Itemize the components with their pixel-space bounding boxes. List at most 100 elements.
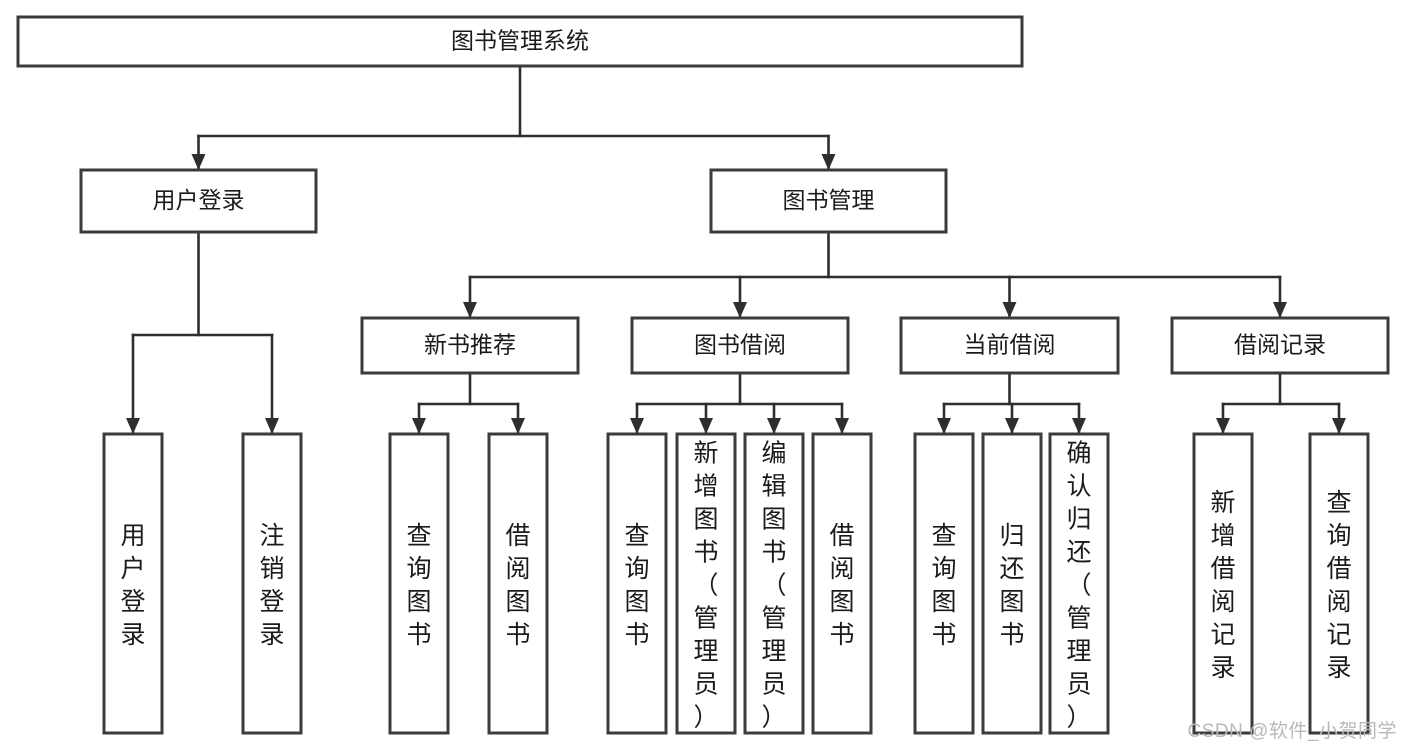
node-box[interactable] bbox=[709, 168, 948, 234]
node-label-char: 确 bbox=[1066, 439, 1091, 467]
node-box[interactable] bbox=[1308, 432, 1370, 735]
node-label-char: 图 bbox=[693, 505, 718, 533]
node-label-char: 图 bbox=[829, 588, 854, 616]
arrow-head-icon bbox=[1002, 302, 1017, 318]
edges-level3-2 bbox=[937, 371, 1086, 435]
node-label-char: 阅 bbox=[505, 555, 530, 583]
node-box[interactable] bbox=[630, 316, 850, 375]
node-label-char: ） bbox=[693, 703, 718, 731]
node-level3-2[interactable]: 当前借阅 bbox=[899, 316, 1120, 375]
node-label-char: 管 bbox=[761, 604, 786, 632]
arrow-head-icon bbox=[191, 154, 206, 170]
node-label-char: 询 bbox=[1326, 522, 1351, 550]
arrow-head-icon bbox=[937, 418, 951, 434]
arrow-head-icon bbox=[1332, 418, 1346, 434]
node-label-char: 编 bbox=[761, 439, 786, 467]
node-level3-1[interactable]: 图书借阅 bbox=[630, 316, 850, 375]
node-box[interactable] bbox=[743, 432, 805, 735]
node-label-char: 询 bbox=[624, 555, 649, 583]
arrow-head-icon bbox=[1273, 302, 1287, 318]
arrow-head-icon bbox=[463, 302, 477, 318]
node-box[interactable] bbox=[388, 432, 450, 735]
node-label-char: 销 bbox=[259, 555, 284, 583]
node-label-char: 阅 bbox=[1326, 588, 1351, 616]
node-label-char: 登 bbox=[259, 588, 284, 616]
node-label-char: 借 bbox=[505, 522, 530, 550]
node-box[interactable] bbox=[1170, 316, 1390, 375]
node-label-char: 询 bbox=[931, 555, 956, 583]
node-label-char: 查 bbox=[406, 522, 431, 550]
node-box[interactable] bbox=[16, 15, 1024, 68]
node-label-char: 辑 bbox=[761, 472, 786, 500]
node-level2-1[interactable]: 图书管理 bbox=[709, 168, 948, 234]
node-box[interactable] bbox=[811, 432, 873, 735]
node-box[interactable] bbox=[487, 432, 549, 735]
node-leaf-0[interactable]: 用户登录 bbox=[102, 432, 164, 735]
node-root-0[interactable]: 图书管理系统 bbox=[16, 15, 1024, 68]
arrow-head-icon bbox=[126, 418, 140, 434]
node-label-char: 借 bbox=[829, 522, 854, 550]
node-label-char: 图 bbox=[999, 588, 1024, 616]
node-box[interactable] bbox=[899, 316, 1120, 375]
arrow-head-icon bbox=[1216, 418, 1230, 434]
node-level3-3[interactable]: 借阅记录 bbox=[1170, 316, 1390, 375]
node-label-char: 新 bbox=[1210, 489, 1235, 517]
node-level2-0[interactable]: 用户登录 bbox=[79, 168, 318, 234]
arrow-head-icon bbox=[821, 154, 836, 170]
node-label-char: 书 bbox=[406, 621, 431, 649]
arrow-head-icon bbox=[767, 418, 781, 434]
arrow-head-icon bbox=[265, 418, 279, 434]
node-label: 用户登录 bbox=[153, 187, 245, 213]
node-layer: 图书管理系统用户登录图书管理新书推荐图书借阅当前借阅借阅记录用户登录注销登录查询… bbox=[16, 15, 1390, 735]
node-label-char: 录 bbox=[120, 621, 145, 649]
node-box[interactable] bbox=[360, 316, 580, 375]
node-label-char: 录 bbox=[259, 621, 284, 649]
node-label-char: 认 bbox=[1066, 472, 1091, 500]
node-label-char: 增 bbox=[1210, 522, 1235, 550]
node-box[interactable] bbox=[1048, 432, 1110, 735]
connector-layer bbox=[126, 64, 1346, 435]
node-box[interactable] bbox=[79, 168, 318, 234]
node-label-char: 员 bbox=[1066, 670, 1091, 698]
node-label-char: 还 bbox=[999, 555, 1024, 583]
node-box[interactable] bbox=[241, 432, 303, 735]
node-box[interactable] bbox=[606, 432, 668, 735]
node-label-char: 录 bbox=[1326, 654, 1351, 682]
node-level3-0[interactable]: 新书推荐 bbox=[360, 316, 580, 375]
node-box[interactable] bbox=[913, 432, 975, 735]
node-label: 借阅记录 bbox=[1234, 332, 1326, 358]
node-label-char: 员 bbox=[693, 670, 718, 698]
arrow-head-icon bbox=[835, 418, 849, 434]
node-label-char: 书 bbox=[624, 621, 649, 649]
node-label-char: 还 bbox=[1066, 538, 1091, 566]
edges-root bbox=[191, 64, 836, 171]
node-label-char: 书 bbox=[829, 621, 854, 649]
node-label-char: 图 bbox=[624, 588, 649, 616]
edges-user-login bbox=[126, 230, 279, 435]
node-label-char: 借 bbox=[1326, 555, 1351, 583]
node-box[interactable] bbox=[675, 432, 737, 735]
node-label-char: 归 bbox=[1066, 505, 1091, 533]
node-box[interactable] bbox=[102, 432, 164, 735]
node-label-char: 询 bbox=[406, 555, 431, 583]
edges-level3-1 bbox=[630, 371, 849, 435]
node-box[interactable] bbox=[1192, 432, 1254, 735]
node-label-char: 管 bbox=[693, 604, 718, 632]
node-label: 图书借阅 bbox=[694, 332, 786, 358]
node-label-char: 图 bbox=[761, 505, 786, 533]
node-label-char: 图 bbox=[505, 588, 530, 616]
node-box[interactable] bbox=[981, 432, 1043, 735]
